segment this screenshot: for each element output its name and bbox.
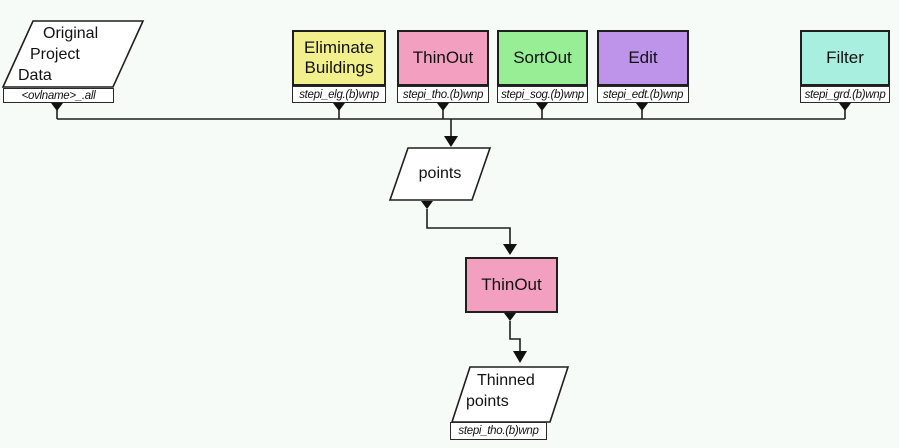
process-node-edit: Edit	[597, 30, 689, 86]
points-node-shape	[388, 147, 492, 201]
port-triangle-thinout	[437, 103, 449, 111]
thinout-step-node: ThinOut	[465, 257, 558, 313]
connector-thinout-to-output	[509, 321, 521, 352]
source-node-sublabel: <ovlname>_.all	[3, 88, 114, 103]
connector-points-to-thinout	[426, 209, 511, 245]
arrowhead-thinout-step	[503, 244, 517, 255]
port-triangle-source	[51, 103, 63, 111]
process-sublabel-thinout: stepi_tho.(b)wnp	[397, 86, 489, 103]
points-node-label: points	[418, 165, 462, 182]
process-sublabel-eliminate-buildings: stepi_elg.(b)wnp	[292, 86, 386, 103]
port-triangle-thinout-step	[504, 313, 516, 321]
arrowhead-output	[513, 351, 527, 363]
process-node-eliminate-buildings: Eliminate Buildings	[292, 30, 386, 86]
port-triangle-points	[421, 201, 433, 209]
process-sublabel-sortout: stepi_sog.(b)wnp	[497, 86, 588, 103]
process-sublabel-filter: stepi_grd.(b)wnp	[800, 86, 890, 103]
output-node-sublabel: stepi_tho.(b)wnp	[450, 422, 547, 440]
port-triangle-filter	[839, 103, 851, 111]
arrowhead-points	[444, 136, 458, 147]
process-node-filter: Filter	[800, 30, 890, 86]
port-triangle-sortout	[536, 103, 548, 111]
process-node-thinout: ThinOut	[397, 30, 489, 86]
output-node-shape	[450, 366, 570, 423]
port-triangle-edit	[636, 103, 648, 111]
process-node-sortout: SortOut	[497, 30, 588, 86]
process-sublabel-edit: stepi_edt.(b)wnp	[597, 86, 689, 103]
source-node-shape	[1, 20, 145, 88]
port-triangle-eliminate-buildings	[333, 103, 345, 111]
